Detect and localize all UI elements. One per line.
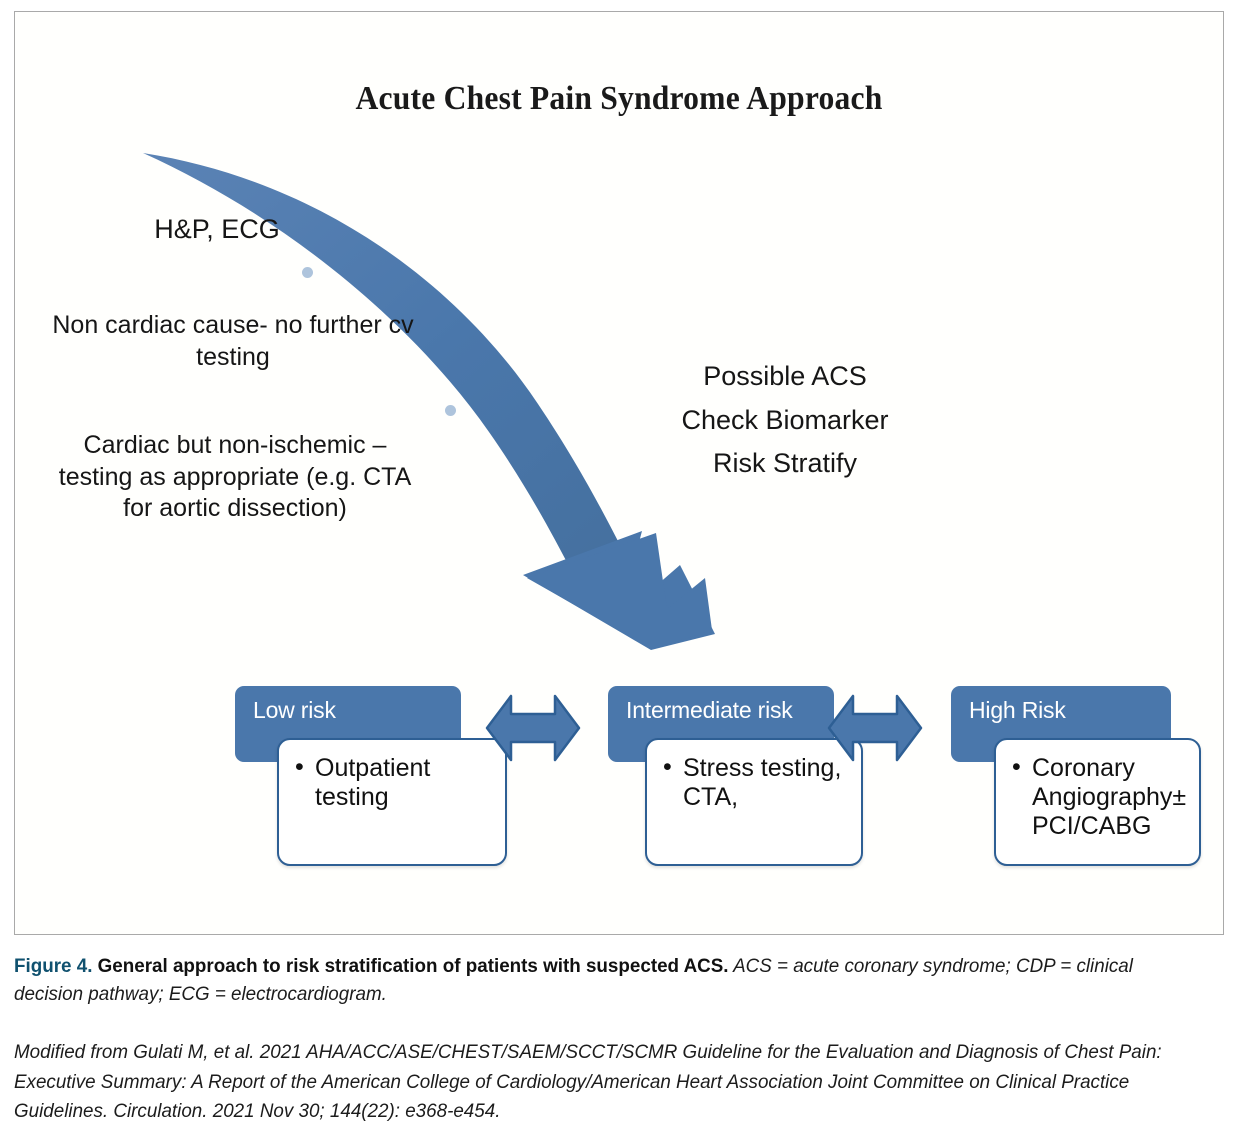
source-citation: Modified from Gulati M, et al. 2021 AHA/… bbox=[14, 1041, 1162, 1123]
bullet-dot-icon bbox=[445, 405, 456, 416]
branch-non-cardiac: Non cardiac cause- no further cv testing bbox=[52, 311, 414, 371]
bullet-dot-icon bbox=[302, 267, 313, 278]
bidirectional-arrow-icon bbox=[485, 694, 581, 762]
possible-acs-label: Possible ACS bbox=[703, 361, 867, 391]
branch-cardiac-non-ischemic: Cardiac but non-ischemic – testing as ap… bbox=[58, 431, 412, 522]
bidirectional-arrow-icon bbox=[827, 694, 923, 762]
risk-body-intermediate-text: Stress testing, CTA, bbox=[663, 753, 851, 812]
risk-body-high: Coronary Angiography± PCI/CABG bbox=[994, 738, 1201, 866]
figure-number-label: Figure 4. bbox=[14, 955, 93, 977]
risk-body-low-text: Outpatient testing bbox=[295, 753, 495, 812]
risk-stratification-row: Low risk Outpatient testing Intermediate… bbox=[15, 12, 1223, 934]
caption-bold-text: General approach to risk stratification … bbox=[92, 955, 729, 977]
risk-body-high-text: Coronary Angiography± PCI/CABG bbox=[1012, 753, 1189, 841]
figure-panel: Acute Chest Pain Syndrome Approach H&P, … bbox=[14, 11, 1224, 935]
figure-title: Acute Chest Pain Syndrome Approach bbox=[355, 80, 883, 117]
check-biomarker-label: Check Biomarker bbox=[681, 404, 889, 435]
branch-possible-acs: Possible ACS Check Biomarker Risk Strati… bbox=[635, 355, 935, 486]
step-initial-evaluation: H&P, ECG bbox=[154, 214, 280, 244]
risk-body-low: Outpatient testing bbox=[277, 738, 507, 866]
figure-caption: Figure 4. General approach to risk strat… bbox=[14, 952, 1184, 1009]
caption-abbreviations: ACS = acute coronary syndrome; CDP = cli… bbox=[14, 955, 1133, 1006]
risk-stratify-label: Risk Stratify bbox=[712, 448, 858, 479]
risk-body-intermediate: Stress testing, CTA, bbox=[645, 738, 863, 866]
